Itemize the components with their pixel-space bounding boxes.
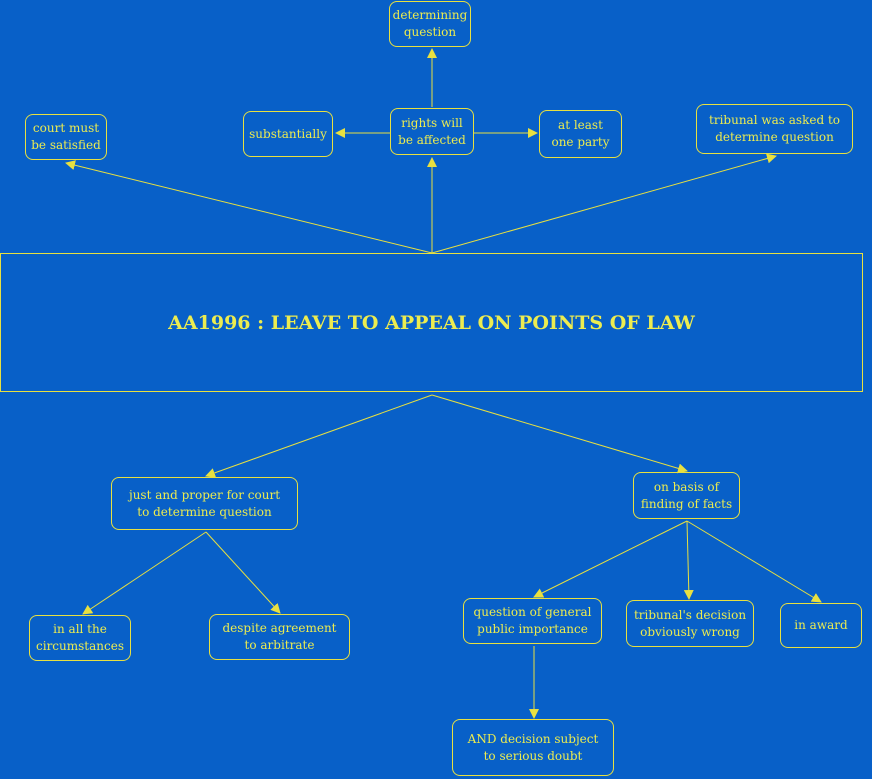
link-basis-to-in-award xyxy=(686,520,822,603)
node-in-award: in award xyxy=(780,603,862,648)
node-tribunal-was-asked: tribunal was asked to determine question xyxy=(696,104,853,154)
link-basis-to-general-importance xyxy=(533,520,688,598)
node-just-and-proper: just and proper for court to determine q… xyxy=(111,477,298,530)
node-decision-serious-doubt: AND decision subject to serious doubt xyxy=(452,719,614,776)
node-substantially: substantially xyxy=(243,111,333,157)
node-at-least-one-party: at least one party xyxy=(539,110,622,158)
node-on-basis-of-facts: on basis of finding of facts xyxy=(633,472,740,519)
node-determining-question: determining question xyxy=(389,1,471,47)
node-despite-agreement: despite agreement to arbitrate xyxy=(209,614,350,660)
node-in-all-circumstances: in all the circumstances xyxy=(29,615,131,661)
link-title-to-court-satisfied xyxy=(65,160,433,254)
diagram-title: AA1996 : LEAVE TO APPEAL ON POINTS OF LA… xyxy=(0,253,863,392)
node-question-of-general-importance: question of general public importance xyxy=(463,598,602,644)
link-title-to-tribunal-asked xyxy=(431,153,777,254)
link-just-to-despite xyxy=(205,531,281,614)
link-title-to-basis-facts xyxy=(431,394,688,474)
link-title-to-just-proper xyxy=(205,394,433,478)
node-tribunal-decision-wrong: tribunal's decision obviously wrong xyxy=(626,600,754,647)
node-court-must-be-satisfied: court must be satisfied xyxy=(25,114,107,160)
node-rights-will-be-affected: rights will be affected xyxy=(390,108,474,155)
link-just-to-circumstances xyxy=(82,531,207,615)
link-basis-to-obviously-wrong xyxy=(683,520,694,600)
